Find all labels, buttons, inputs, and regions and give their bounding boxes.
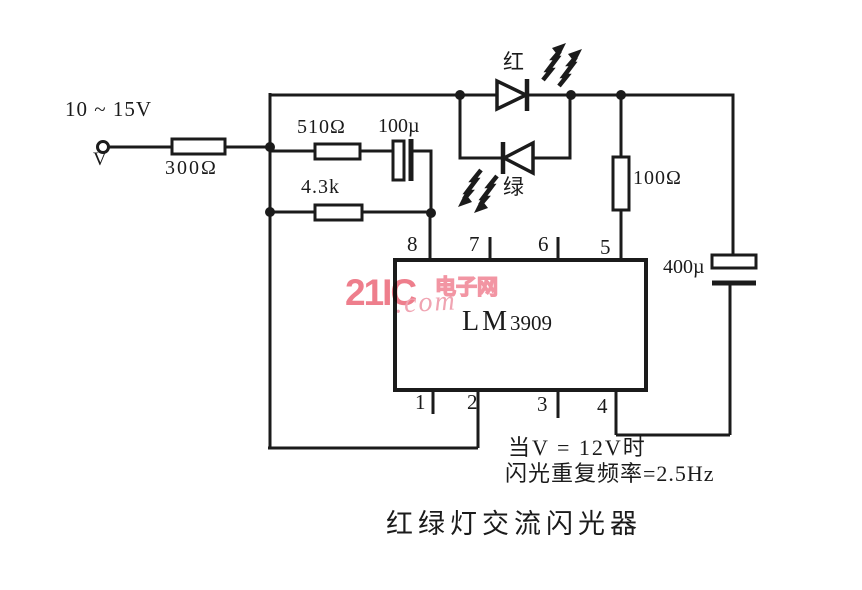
led-green-label: 绿 xyxy=(503,175,524,199)
capacitor-400u-label: 400µ xyxy=(663,256,705,278)
pin-label-7: 7 xyxy=(469,232,480,256)
junction-dots xyxy=(265,90,626,218)
pin-label-4: 4 xyxy=(597,394,608,418)
led-red-triangle xyxy=(495,78,531,112)
flash-arrow-green-2 xyxy=(458,170,481,207)
resistor-100-label: 100Ω xyxy=(633,167,682,189)
ic-part-digits: 3909 xyxy=(510,311,552,335)
terminal-v-label: V xyxy=(93,149,107,170)
wire-c100u-to-node xyxy=(411,149,433,213)
junction-dot xyxy=(265,142,275,152)
input-terminal xyxy=(96,140,110,154)
pin-label-6: 6 xyxy=(538,232,549,256)
resistor-300 xyxy=(170,137,227,156)
led-red-label: 红 xyxy=(503,50,524,74)
junction-dot xyxy=(616,90,626,100)
supply-range-label: 10 ~ 15V xyxy=(65,97,153,121)
junction-dot xyxy=(566,90,576,100)
note-frequency: 闪光重复频率=2.5Hz xyxy=(505,461,715,486)
capacitor-100u-label: 100µ xyxy=(378,115,420,137)
note-condition: 当V = 12V时 xyxy=(508,435,647,460)
capacitor-100u-plate-a xyxy=(391,139,406,182)
pin-label-2: 2 xyxy=(467,390,478,414)
ic-body xyxy=(393,258,648,392)
figure-caption: 红绿灯交流闪光器 xyxy=(386,509,642,539)
resistor-43k xyxy=(313,203,364,222)
pin-label-5: 5 xyxy=(600,235,611,259)
resistor-43k-label: 4.3k xyxy=(301,176,340,198)
ic-part-prefix: LM xyxy=(462,306,510,337)
pin-label-1: 1 xyxy=(415,390,426,414)
wire-top-rail-right xyxy=(527,93,735,255)
wire-green-loop-left xyxy=(458,95,503,160)
led-green-triangle xyxy=(500,140,535,176)
pin-label-3: 3 xyxy=(537,392,548,416)
resistor-510 xyxy=(313,142,362,161)
wire-green-loop-right xyxy=(533,95,572,160)
resistor-510-label: 510Ω xyxy=(297,116,346,138)
capacitor-400u-plate-a xyxy=(710,253,758,270)
resistor-300-label: 300Ω xyxy=(165,157,218,179)
resistor-100 xyxy=(611,155,631,212)
junction-dot xyxy=(426,208,436,218)
flash-arrow-red-2 xyxy=(559,49,582,86)
junction-dot xyxy=(265,207,275,217)
pin-label-8: 8 xyxy=(407,232,418,256)
ic-part-number: LM3909 xyxy=(462,308,552,336)
junction-dot xyxy=(455,90,465,100)
